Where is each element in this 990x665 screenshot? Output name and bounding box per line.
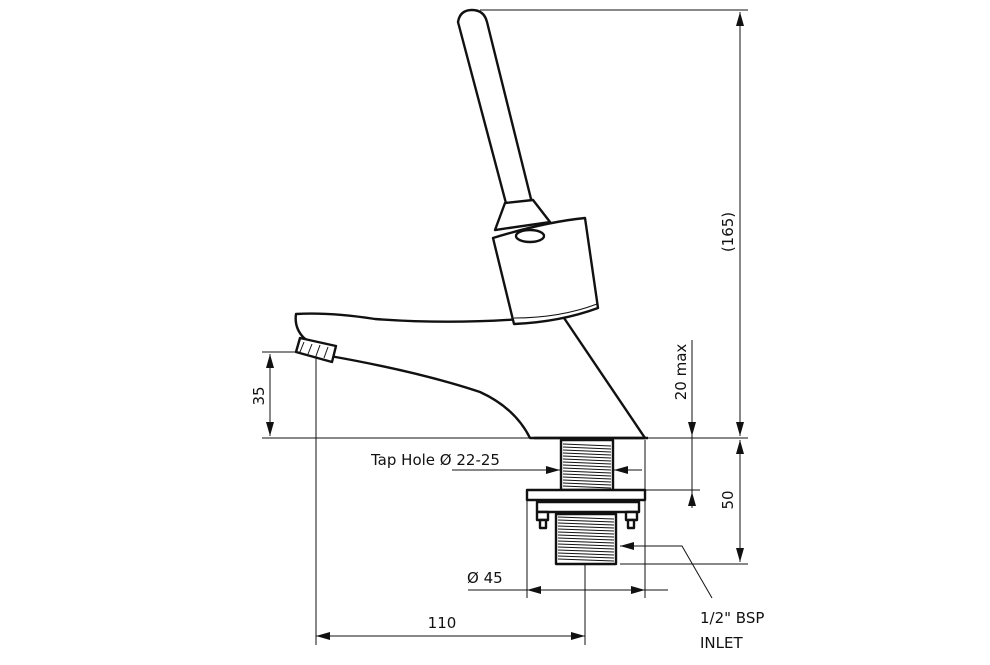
dimension-labels: (165) 20 max 35 50 Tap Hole Ø 22-25 Ø 45…: [250, 212, 764, 652]
spout: [294, 312, 647, 440]
spout-height-label: 35: [250, 386, 268, 405]
inlet-label-line1: 1/2" BSP: [700, 609, 764, 627]
screw-hole: [514, 228, 546, 244]
body-ring: [513, 303, 598, 319]
handle-collar: [493, 198, 552, 232]
reach-label: 110: [428, 614, 457, 632]
clamp-max-label: 20 max: [672, 344, 690, 401]
overall-height-label: (165): [719, 212, 737, 252]
tail-length-label: 50: [719, 490, 737, 509]
flange-diameter-label: Ø 45: [467, 569, 503, 587]
lever-handle: [456, 8, 534, 209]
dimension-lines: [262, 9, 748, 645]
aerator: [294, 336, 338, 364]
flange-washer: [525, 488, 647, 502]
tap-hole-label: Tap Hole Ø 22-25: [370, 451, 500, 469]
inlet-label-line2: INLET: [700, 634, 743, 652]
tap-body: [294, 8, 648, 440]
threaded-tail: [525, 438, 647, 566]
valve-body: [491, 216, 600, 326]
